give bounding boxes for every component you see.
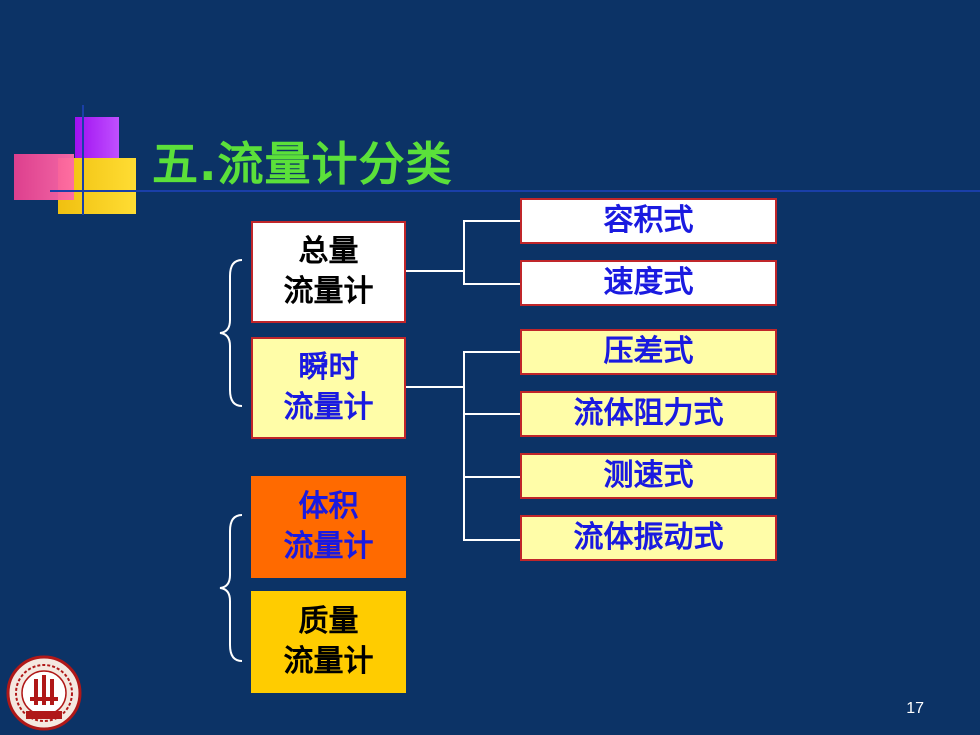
- connector-differential: [463, 351, 520, 353]
- box-velocity: 速度式: [520, 260, 777, 306]
- box-differential-pressure-label: 压差式: [603, 334, 694, 369]
- connector-resistance: [463, 413, 520, 415]
- slide-title: 五.流量计分类: [152, 137, 453, 191]
- box-mass-flowmeter: 质量 流量计: [251, 591, 406, 693]
- decor-vertical-line: [82, 105, 84, 215]
- decor-pink-square: [14, 154, 74, 200]
- box-volume-flowmeter: 体积 流量计: [251, 476, 406, 578]
- connector-measuring: [463, 476, 520, 478]
- left-brace-lower: [219, 514, 243, 662]
- box-velocity-label: 速度式: [603, 265, 694, 300]
- title-underline: [50, 190, 980, 192]
- box-fluid-resistance-label: 流体阻力式: [573, 396, 724, 431]
- connector-instant-v: [463, 351, 465, 541]
- box-volume-flowmeter-label: 体积 流量计: [283, 489, 374, 564]
- box-total-flowmeter-label: 总量 流量计: [283, 234, 374, 309]
- box-differential-pressure: 压差式: [520, 329, 777, 375]
- box-fluid-vibration: 流体振动式: [520, 515, 777, 561]
- box-velocity-measuring: 测速式: [520, 453, 777, 499]
- connector-instant-h: [406, 386, 464, 388]
- page-number: 17: [906, 700, 924, 717]
- university-seal-icon: [6, 655, 82, 731]
- box-mass-flowmeter-label: 质量 流量计: [283, 604, 374, 679]
- left-brace-upper: [219, 259, 243, 407]
- connector-velocity: [463, 283, 520, 285]
- box-volumetric: 容积式: [520, 198, 777, 244]
- connector-volumetric: [463, 220, 520, 222]
- box-fluid-vibration-label: 流体振动式: [573, 520, 724, 555]
- box-total-flowmeter: 总量 流量计: [251, 221, 406, 323]
- connector-total-h: [406, 270, 464, 272]
- box-volumetric-label: 容积式: [603, 203, 694, 238]
- box-fluid-resistance: 流体阻力式: [520, 391, 777, 437]
- box-velocity-measuring-label: 测速式: [603, 458, 694, 493]
- connector-total-v: [463, 220, 465, 284]
- connector-vibration: [463, 539, 520, 541]
- box-instant-flowmeter: 瞬时 流量计: [251, 337, 406, 439]
- box-instant-flowmeter-label: 瞬时 流量计: [283, 350, 374, 425]
